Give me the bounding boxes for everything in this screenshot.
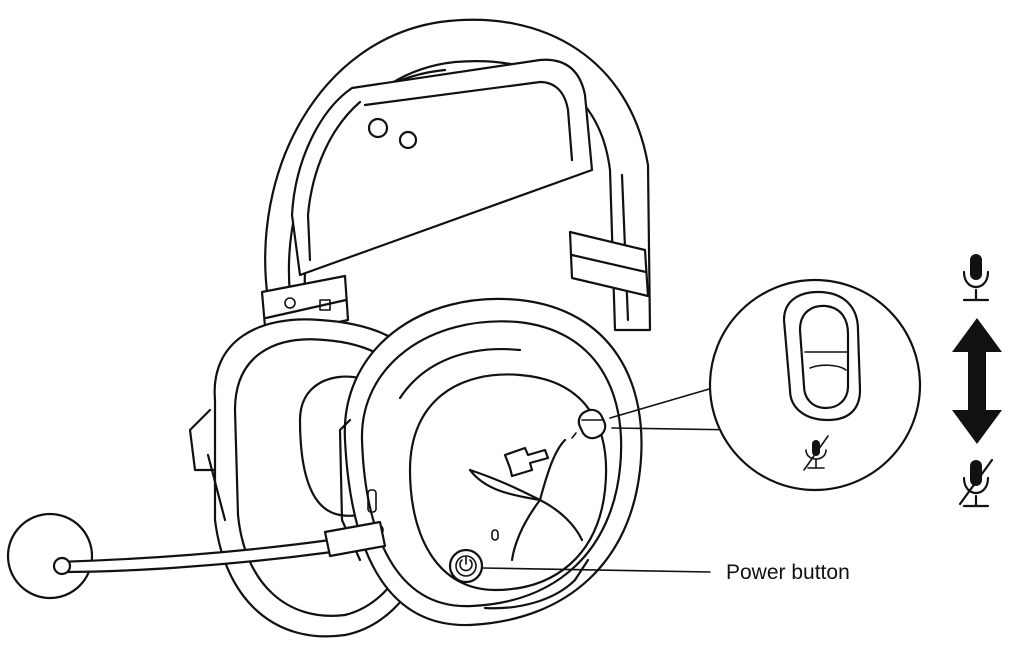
double-arrow-icon: [952, 318, 1002, 444]
power-button-leader: [481, 567, 711, 573]
mic-mute-switch[interactable]: [575, 406, 609, 442]
pad-hole-1: [367, 117, 389, 139]
power-button[interactable]: [448, 548, 484, 584]
microphone-muted-icon: [958, 458, 994, 508]
boom-microphone: [6, 512, 387, 600]
zoom-mic-muted-icon: [803, 435, 829, 471]
brand-logo-mark: [503, 446, 550, 478]
pad-hole-2: [398, 130, 418, 150]
headband: [260, 18, 652, 340]
right-ear-cup: [338, 297, 643, 627]
mic-foam: [6, 512, 94, 600]
mic-switch-zoom: [609, 278, 922, 492]
power-button-label: Power button: [726, 561, 850, 584]
microphone-icon: [962, 254, 990, 302]
